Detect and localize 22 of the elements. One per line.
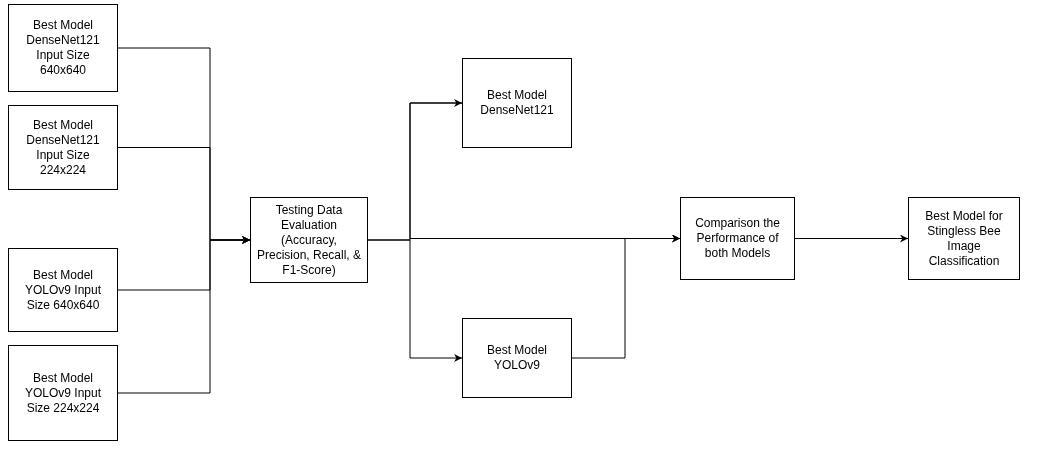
process-box (8, 105, 118, 190)
arrow (571, 234, 681, 359)
process-box (462, 58, 572, 148)
node-text: Best Model DenseNet121 Input Size 224x224 (25, 117, 101, 178)
process-box (8, 248, 118, 332)
node-text: Best Model DenseNet121 Input Size 640x640 (25, 18, 101, 78)
node-text: Best Model YOLOv9 Input Size 640x640 (23, 267, 102, 313)
process-box (8, 345, 118, 441)
node-text: Best Model YOLOv9 (486, 343, 548, 373)
node-text: Comparison the Performance of both Models (694, 216, 781, 261)
arrow (117, 236, 251, 394)
process-box (8, 4, 118, 92)
arrow (794, 234, 909, 243)
node-text: Best Model YOLOv9 Input Size 224x224 (23, 370, 102, 416)
node-text: Best Model DenseNet121 (479, 88, 555, 118)
node-text: Best Model for Stingless Bee Image Classification (924, 208, 1004, 269)
process-box (250, 197, 368, 283)
process-box (908, 197, 1020, 280)
process-box (462, 318, 572, 398)
process-box (680, 197, 795, 280)
node-text: Testing Data Evaluation (Accuracy, Precision, Recall, & F1-Score) (255, 202, 362, 278)
arrow (367, 239, 463, 362)
